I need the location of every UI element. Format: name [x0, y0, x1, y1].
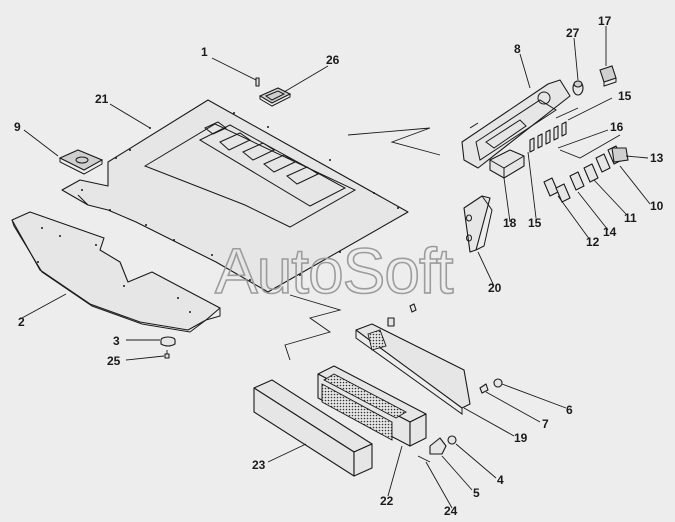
- callout-23: 23: [252, 458, 266, 472]
- callout-11: 11: [624, 211, 637, 225]
- part-23-channel: [253, 379, 373, 477]
- callout-2: 2: [18, 315, 25, 329]
- callout-25: 25: [107, 354, 121, 368]
- part-3-cup: [160, 336, 176, 347]
- part-8-instrument-frame: [461, 79, 571, 169]
- part-1-pin: [255, 77, 260, 87]
- callout-7: 7: [542, 417, 549, 431]
- part-2-lower-panel: [11, 211, 221, 333]
- callout-13: 13: [650, 151, 664, 165]
- part-19-grille-panel: [355, 323, 471, 415]
- callout-20: 20: [488, 281, 502, 295]
- part-15-switch-row: [529, 121, 567, 153]
- assembly-guide-lines: [284, 107, 621, 361]
- callout-14: 14: [603, 225, 617, 239]
- callout-21: 21: [95, 92, 109, 106]
- callout-17: 17: [598, 14, 612, 28]
- part-17-relay: [599, 65, 617, 87]
- leader-lines: [21, 26, 651, 509]
- callout-4: 4: [497, 473, 504, 487]
- callout-10: 10: [650, 199, 664, 213]
- callout-15-bottom: 15: [528, 216, 542, 230]
- callout-8: 8: [514, 42, 521, 56]
- part-9-pad: [58, 149, 104, 175]
- part-25-screw: [164, 350, 170, 359]
- callout-26: 26: [326, 53, 340, 67]
- part-18-switch-block: [489, 149, 525, 179]
- watermark: AutoSoft: [215, 235, 454, 307]
- callout-12: 12: [586, 235, 600, 249]
- callout-18: 18: [503, 216, 517, 230]
- callout-16: 16: [610, 120, 624, 134]
- callout-6: 6: [566, 403, 573, 417]
- callout-27: 27: [566, 26, 580, 40]
- part-27-knob: [572, 80, 584, 96]
- part-20-bracket: [463, 195, 493, 253]
- part-22-grille-box: [317, 365, 427, 447]
- callout-9: 9: [14, 120, 21, 134]
- callout-15-top: 15: [618, 89, 632, 103]
- callout-24: 24: [444, 504, 458, 518]
- callout-1: 1: [201, 45, 208, 59]
- callout-5: 5: [473, 486, 480, 500]
- rocker-switches: [543, 145, 629, 203]
- callout-3: 3: [113, 334, 120, 348]
- callout-22: 22: [380, 494, 394, 508]
- callout-19: 19: [514, 431, 528, 445]
- fasteners: [387, 303, 503, 463]
- part-21-main-panel: [61, 99, 409, 293]
- callout-labels: 1 26 21 9 2 3 25 8 27 17 15 16 13 10 11 …: [14, 14, 664, 518]
- part-26-plate: [258, 87, 292, 107]
